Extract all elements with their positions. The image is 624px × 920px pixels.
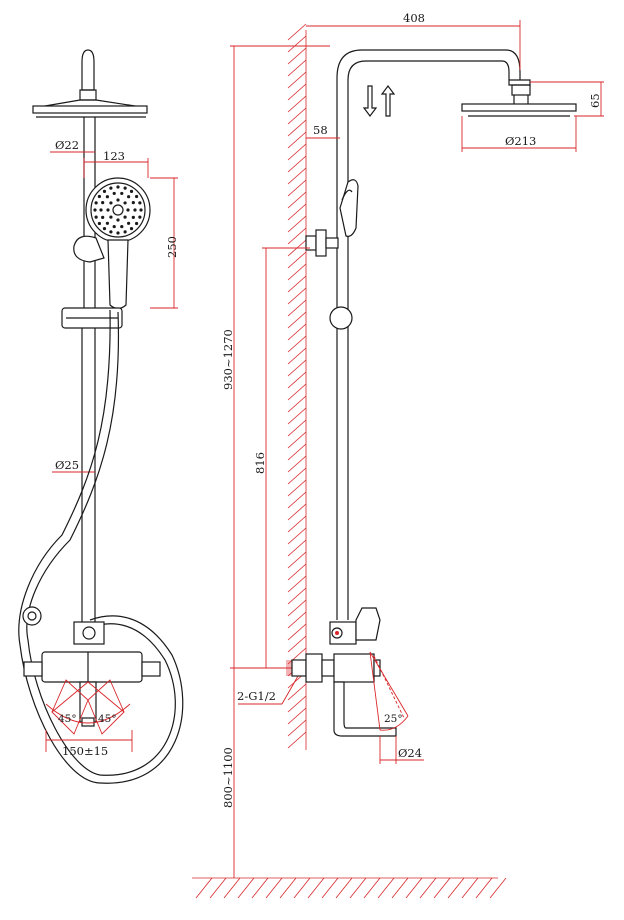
dim-handshower-length-label: 250 — [165, 236, 179, 258]
dim-pipe-main-label: Ø25 — [55, 458, 79, 472]
dim-total-height: 930~1270 — [221, 45, 330, 668]
dim-arm-length-label: 408 — [403, 11, 425, 25]
dim-handshower-length: 250 — [150, 177, 179, 309]
dim-rotation: 45° 45° — [45, 679, 131, 735]
side-head-disc — [461, 103, 577, 112]
side-hand-shower — [339, 179, 359, 237]
dim-handshower-width: 123 — [83, 149, 149, 178]
dim-spout-diameter: Ø24 — [379, 736, 424, 764]
floor-hatching — [192, 877, 507, 899]
flow-arrows — [362, 85, 396, 117]
dim-spout-angle: 25° — [369, 651, 409, 731]
dim-inlet-distance: 150±15 — [45, 730, 133, 758]
front-view: Ø22 123 250 — [18, 49, 184, 784]
dim-mount-height-label: 800~1100 — [221, 747, 235, 808]
dim-pipe-top-label: Ø22 — [55, 138, 79, 152]
dim-arm-length: 408 — [306, 11, 521, 70]
dim-mount-height: 800~1100 — [221, 668, 235, 878]
side-view: 408 65 Ø213 58 — [221, 11, 604, 878]
dim-rotation-right-label: 45° — [98, 713, 117, 725]
dim-spout-angle-label: 25° — [384, 713, 403, 725]
dim-pipe-main: Ø25 — [52, 458, 95, 473]
side-spout — [333, 681, 397, 737]
dim-handshower-width-label: 123 — [103, 149, 125, 163]
dim-thread-label: 2-G1/2 — [237, 689, 276, 703]
hose — [26, 311, 176, 776]
side-head-connector — [511, 84, 531, 96]
side-mixer — [333, 653, 375, 683]
shower-head-disc — [32, 105, 148, 114]
dim-outlet-height-label: 816 — [253, 452, 267, 474]
dim-head-diameter-label: Ø213 — [505, 134, 536, 148]
dim-head-diameter: Ø213 — [461, 116, 577, 152]
dim-arm-offset-label: 58 — [313, 123, 328, 137]
top-arm — [336, 49, 521, 300]
diverter-body — [73, 621, 105, 645]
wall-hatching — [287, 23, 307, 750]
side-slider — [329, 306, 353, 330]
dim-spout-diameter-label: Ø24 — [398, 746, 422, 760]
dim-head-height-label: 65 — [588, 93, 602, 108]
dim-head-height: 65 — [530, 81, 604, 117]
hand-shower — [73, 177, 151, 310]
mixer-body — [41, 651, 143, 683]
dim-total-height-label: 930~1270 — [221, 329, 235, 390]
dim-outlet-height: 816 — [253, 247, 310, 668]
side-diverter — [329, 621, 357, 645]
shower-head-connector — [81, 49, 95, 91]
dim-arm-offset: 58 — [306, 123, 340, 139]
diverter-knob — [22, 606, 42, 626]
dim-pipe-top: Ø22 — [50, 138, 95, 153]
dim-rotation-left-label: 45° — [58, 713, 77, 725]
dim-inlet-distance-label: 150±15 — [62, 744, 108, 758]
shower-head-nut — [79, 89, 97, 101]
